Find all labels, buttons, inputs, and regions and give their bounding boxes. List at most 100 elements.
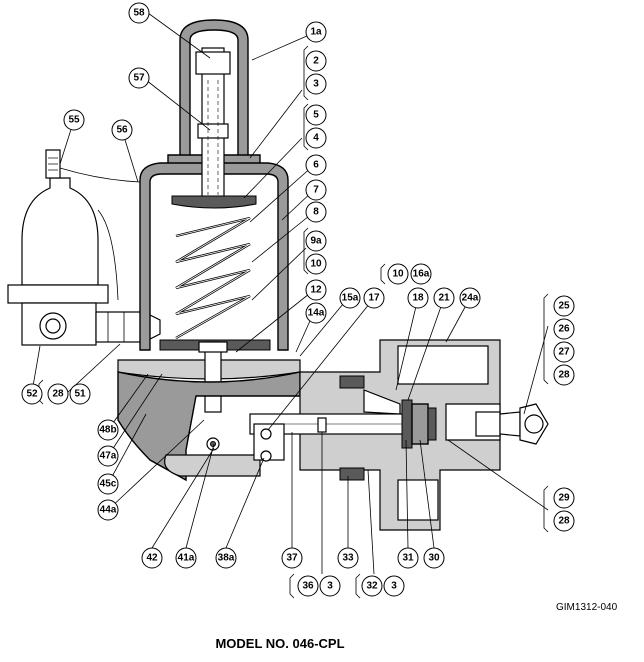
callout-24a: 24a — [459, 287, 481, 309]
svg-text:45c: 45c — [100, 479, 117, 490]
callout-8: 8 — [305, 201, 327, 223]
svg-text:57: 57 — [133, 73, 145, 84]
pilot-regulator — [7, 149, 161, 346]
callout-58: 58 — [128, 2, 150, 24]
svg-text:29: 29 — [558, 493, 570, 504]
callout-5: 5 — [305, 104, 327, 126]
callout-51: 51 — [69, 383, 91, 405]
svg-text:1a: 1a — [310, 27, 322, 38]
callout-6: 6 — [305, 154, 327, 176]
svg-text:4: 4 — [313, 133, 319, 144]
callout-47a: 47a — [97, 445, 119, 467]
callout-37: 37 — [281, 547, 303, 569]
svg-text:12: 12 — [310, 285, 322, 296]
svg-text:25: 25 — [558, 301, 570, 312]
svg-text:15a: 15a — [342, 293, 359, 304]
svg-text:36: 36 — [302, 581, 314, 592]
callout-14a: 14a — [305, 302, 327, 324]
callout-52: 52 — [21, 383, 43, 405]
callout-7: 7 — [305, 179, 327, 201]
callout-15a: 15a — [339, 287, 361, 309]
callout-29: 29 — [553, 487, 575, 509]
callout-28-c: 28 — [553, 510, 575, 532]
callout-28-a: 28 — [553, 364, 575, 386]
callout-26: 26 — [553, 318, 575, 340]
callout-17: 17 — [363, 287, 385, 309]
callout-27: 27 — [553, 341, 575, 363]
callout-31: 31 — [397, 547, 419, 569]
svg-text:42: 42 — [146, 553, 158, 564]
svg-text:3: 3 — [327, 581, 333, 592]
callout-3-c: 3 — [383, 575, 405, 597]
svg-text:33: 33 — [342, 553, 354, 564]
svg-text:28: 28 — [52, 389, 64, 400]
svg-text:28: 28 — [558, 516, 570, 527]
svg-text:30: 30 — [428, 553, 440, 564]
svg-text:2: 2 — [313, 56, 319, 67]
callout-2: 2 — [305, 50, 327, 72]
callout-48b: 48b — [97, 419, 119, 441]
callout-36: 36 — [297, 575, 319, 597]
svg-text:27: 27 — [558, 347, 570, 358]
svg-text:10: 10 — [392, 269, 404, 280]
svg-text:32: 32 — [366, 581, 378, 592]
svg-text:31: 31 — [402, 553, 414, 564]
svg-text:52: 52 — [26, 389, 38, 400]
svg-text:37: 37 — [286, 553, 298, 564]
svg-text:58: 58 — [133, 8, 145, 19]
svg-text:48b: 48b — [99, 425, 116, 436]
svg-text:38a: 38a — [218, 553, 235, 564]
callout-38a: 38a — [215, 547, 237, 569]
svg-text:16a: 16a — [413, 269, 430, 280]
svg-text:8: 8 — [313, 207, 319, 218]
svg-text:18: 18 — [412, 293, 424, 304]
valve-body — [249, 339, 549, 531]
callout-57: 57 — [128, 67, 150, 89]
callout-4: 4 — [305, 127, 327, 149]
svg-text:21: 21 — [438, 293, 450, 304]
svg-text:7: 7 — [313, 185, 319, 196]
callout-56: 56 — [111, 119, 133, 141]
callout-1a: 1a — [305, 21, 327, 43]
callout-28-b: 28 — [47, 383, 69, 405]
callout-33: 33 — [337, 547, 359, 569]
svg-text:24a: 24a — [462, 293, 479, 304]
svg-text:26: 26 — [558, 324, 570, 335]
callout-30: 30 — [423, 547, 445, 569]
svg-text:3: 3 — [313, 79, 319, 90]
svg-text:5: 5 — [313, 110, 319, 121]
svg-text:10: 10 — [310, 259, 322, 270]
svg-text:55: 55 — [68, 115, 80, 126]
callout-18: 18 — [407, 287, 429, 309]
callout-55: 55 — [63, 109, 85, 131]
model-title: MODEL NO. 046-CPL — [215, 636, 345, 651]
svg-text:41a: 41a — [178, 553, 195, 564]
svg-text:9a: 9a — [310, 236, 322, 247]
svg-text:28: 28 — [558, 370, 570, 381]
svg-text:3: 3 — [391, 581, 397, 592]
svg-text:6: 6 — [313, 160, 319, 171]
callout-21: 21 — [433, 287, 455, 309]
callout-44a: 44a — [97, 499, 119, 521]
callout-9a: 9a — [305, 230, 327, 252]
drawing-reference-code: GIM1312-040 — [556, 602, 618, 613]
svg-text:44a: 44a — [100, 505, 117, 516]
callout-25: 25 — [553, 295, 575, 317]
callout-12: 12 — [305, 279, 327, 301]
svg-text:14a: 14a — [308, 308, 325, 319]
callout-41a: 41a — [175, 547, 197, 569]
svg-text:17: 17 — [368, 293, 380, 304]
svg-text:47a: 47a — [100, 451, 117, 462]
callout-10: 10 — [305, 253, 327, 275]
callout-10-b: 10 — [387, 263, 409, 285]
svg-text:51: 51 — [74, 389, 86, 400]
callout-45c: 45c — [97, 473, 119, 495]
svg-text:56: 56 — [116, 125, 128, 136]
main-regulator-body — [117, 19, 301, 482]
callout-3: 3 — [305, 73, 327, 95]
callout-42: 42 — [141, 547, 163, 569]
callout-3-b: 3 — [319, 575, 341, 597]
callout-32: 32 — [361, 575, 383, 597]
callout-16a: 16a — [410, 263, 432, 285]
